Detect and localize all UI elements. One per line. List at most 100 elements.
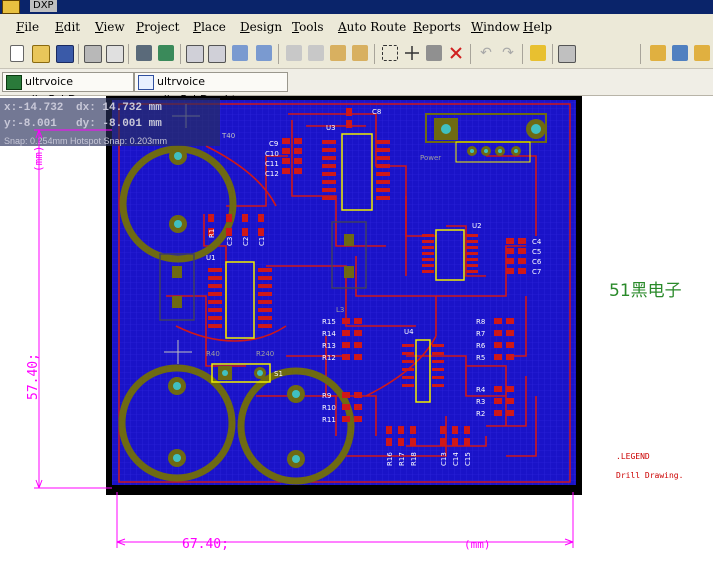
undo-icon[interactable]: ↶ — [480, 45, 492, 61]
move-selection-icon[interactable] — [426, 45, 442, 61]
readout-dx: dx: 14.732 mm — [76, 102, 162, 114]
readout-dy: dy: -8.001 mm — [76, 118, 162, 130]
label-c12: C12 — [265, 170, 279, 178]
browse-icon[interactable] — [558, 45, 576, 63]
label-c8: C8 — [372, 108, 381, 116]
label-r8: R8 — [476, 318, 485, 326]
passive-pads — [208, 108, 526, 446]
interactive-route-icon[interactable] — [672, 45, 688, 61]
label-r18: R18 — [410, 452, 418, 466]
menu-project[interactable]: Project — [136, 20, 180, 34]
tab-pcbdoc[interactable]: ultrvoice allp.PcbDoc — [2, 72, 134, 106]
dimension-horizontal-value: 67.40; — [182, 537, 229, 552]
pcb-document-icon — [6, 75, 22, 90]
tab-pcbdoc-htm[interactable]: ultrvoice allp.PcbDoc.htm — [134, 72, 288, 106]
readout-y: y:-8.001 — [4, 118, 57, 130]
label-c7: C7 — [532, 268, 541, 276]
open-folder-icon[interactable] — [32, 45, 50, 63]
label-l3: L3 — [336, 306, 344, 314]
dimension-overlay — [34, 129, 574, 548]
new-file-icon[interactable] — [10, 45, 24, 62]
rubber-stamp-icon[interactable] — [352, 45, 368, 61]
menu-help[interactable]: Help — [523, 20, 553, 34]
label-c3: C3 — [226, 237, 234, 246]
label-c6: C6 — [532, 258, 542, 266]
label-u2: U2 — [472, 222, 482, 230]
zoom-filtered-icon[interactable] — [256, 45, 272, 61]
toolbar-separator — [78, 44, 79, 64]
mounting-holes — [118, 145, 355, 485]
label-u4: U4 — [404, 328, 414, 336]
print-icon[interactable] — [84, 45, 102, 63]
toolbar-separator — [180, 44, 181, 64]
menu-design[interactable]: Design — [240, 20, 283, 34]
deselect-icon[interactable] — [448, 45, 464, 61]
copy-icon[interactable] — [308, 45, 324, 61]
dimension-vertical-value: 57.40; — [26, 353, 41, 400]
label-c14: C14 — [452, 452, 460, 466]
legend-drill-drawing: Drill Drawing. — [616, 471, 684, 480]
label-c2: C2 — [242, 237, 250, 246]
pcb-board[interactable]: T40 C8 U3 C9 C10 C11 C12 Power R1 C3 C2 … — [106, 96, 582, 495]
toolbar-separator — [128, 44, 129, 64]
label-r12: R12 — [322, 354, 336, 362]
menu-place[interactable]: Place — [193, 20, 226, 34]
main-toolbar: ↶ ↷ — [0, 40, 713, 69]
board-view-icon[interactable] — [158, 45, 174, 61]
menu-edit[interactable]: Edit — [55, 20, 81, 34]
label-s1: S1 — [274, 370, 283, 378]
window-title: DXP — [30, 0, 57, 12]
place-track-icon[interactable] — [694, 45, 710, 61]
route-icon[interactable] — [650, 45, 666, 61]
snap-readout: Snap: 0.254mm Hotspot Snap: 0.203mm — [4, 136, 168, 146]
menu-view[interactable]: View — [95, 20, 125, 34]
highlight-icon[interactable] — [530, 45, 546, 61]
label-c4: C4 — [532, 238, 542, 246]
label-c5: C5 — [532, 248, 541, 256]
menu-auto-route[interactable]: Auto Route — [338, 20, 407, 34]
menu-bar: File Edit View Project Place Design Tool… — [0, 14, 713, 41]
cut-icon[interactable] — [286, 45, 302, 61]
label-c15: C15 — [464, 452, 472, 466]
label-r2: R2 — [476, 410, 485, 418]
label-r17: R17 — [398, 452, 406, 466]
label-r16: R16 — [386, 452, 394, 466]
toolbar-separator — [278, 44, 279, 64]
menu-reports[interactable]: Reports — [413, 20, 461, 34]
label-c11: C11 — [265, 160, 279, 168]
zoom-fit-icon[interactable] — [186, 45, 204, 63]
select-area-icon[interactable] — [382, 45, 398, 61]
save-icon[interactable] — [56, 45, 74, 63]
chips — [159, 133, 478, 403]
label-r13: R13 — [322, 342, 336, 350]
menu-file[interactable]: File — [16, 20, 40, 34]
title-bar: DXP — [0, 0, 713, 14]
label-c1: C1 — [258, 237, 266, 246]
menu-window[interactable]: Window — [471, 20, 520, 34]
board-outline — [118, 103, 571, 483]
toolbar-separator — [374, 44, 375, 64]
redo-icon[interactable]: ↷ — [502, 45, 514, 61]
layers-icon[interactable] — [136, 45, 152, 61]
label-r7: R7 — [476, 330, 485, 338]
zoom-area-icon[interactable] — [208, 45, 226, 63]
move-icon[interactable] — [404, 45, 420, 61]
label-c10: C10 — [265, 150, 279, 158]
toolbar-separator — [522, 44, 523, 64]
label-r1: R1 — [208, 229, 216, 238]
readout-x: x:-14.732 — [4, 102, 64, 114]
label-r4: R4 — [476, 386, 486, 394]
toolbar-separator — [552, 44, 553, 64]
power-connector — [425, 113, 547, 163]
zoom-selected-icon[interactable] — [232, 45, 248, 61]
app-logo-icon[interactable] — [2, 0, 20, 14]
label-r6: R6 — [476, 342, 486, 350]
label-r9: R9 — [322, 392, 331, 400]
label-r40: R40 — [206, 350, 220, 358]
menu-tools[interactable]: Tools — [292, 20, 324, 34]
paste-icon[interactable] — [330, 45, 346, 61]
print-preview-icon[interactable] — [106, 45, 124, 63]
label-c13: C13 — [440, 452, 448, 466]
label-r5: R5 — [476, 354, 485, 362]
dimension-horizontal-unit: (mm) — [464, 538, 491, 551]
